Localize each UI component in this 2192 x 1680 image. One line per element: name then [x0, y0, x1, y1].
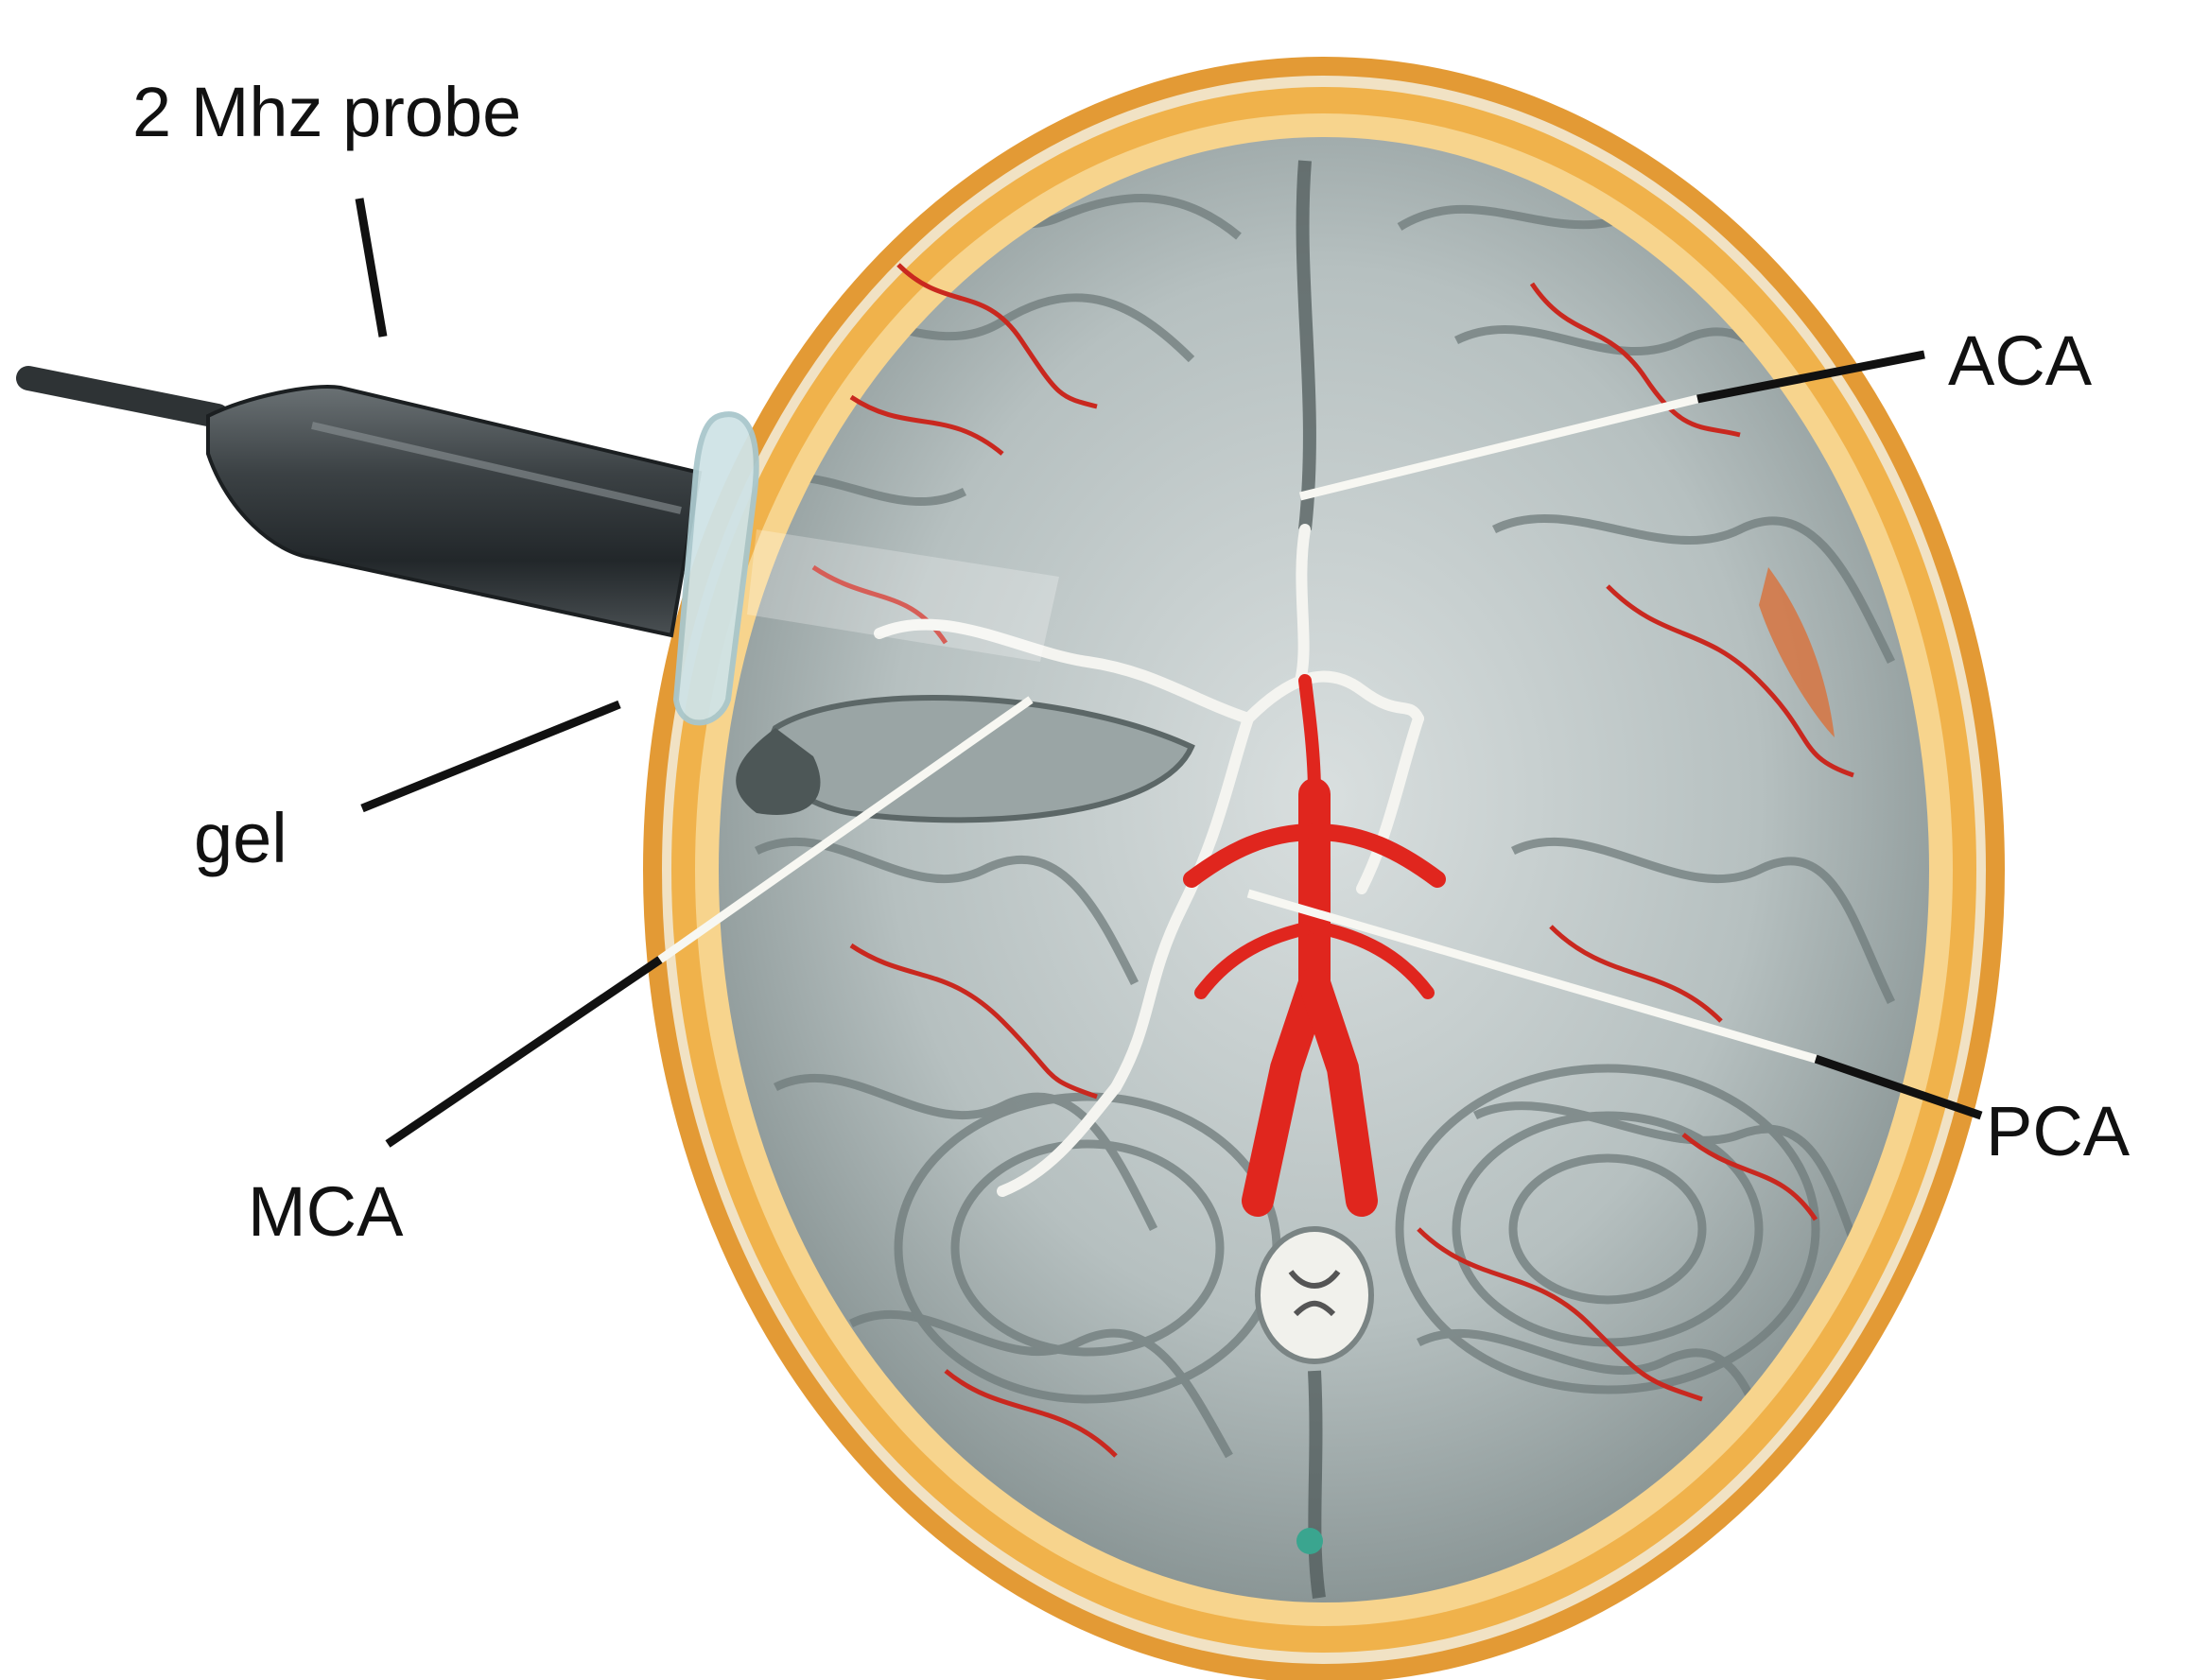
occipital-sinus-dot	[1296, 1528, 1323, 1554]
gel-label: gel	[194, 799, 287, 877]
probe-body	[206, 385, 703, 638]
ultrasound-probe-icon	[16, 366, 703, 638]
temporal-orange-region	[1759, 567, 1835, 737]
probe-highlight	[311, 422, 682, 514]
leader-mca-black	[385, 956, 663, 1148]
brainstem-section	[1255, 1226, 1374, 1364]
label-leader-lines	[355, 198, 1983, 1148]
leader-aca-black	[1696, 350, 1925, 404]
basilar-artery	[1183, 674, 1446, 1217]
leader-probe	[355, 198, 388, 338]
probe-label: 2 Mhz probe	[132, 73, 522, 151]
gel-layer	[672, 411, 759, 726]
brain-base-view	[719, 137, 1929, 1602]
pca-label: PCA	[1986, 1092, 2131, 1170]
aca-label: ACA	[1948, 321, 2093, 400]
leader-pca-black	[1814, 1054, 1983, 1120]
ultrasound-beam	[747, 529, 1059, 662]
leader-gel	[360, 700, 621, 813]
leader-mca-white	[657, 696, 1034, 963]
leader-aca-white	[1298, 394, 1699, 501]
circle-of-willis	[874, 524, 1424, 1197]
probe-cable	[16, 366, 230, 428]
mca-label: MCA	[248, 1172, 404, 1251]
leader-pca-white	[1246, 889, 1818, 1064]
left-sylvian-shadow	[736, 728, 821, 815]
